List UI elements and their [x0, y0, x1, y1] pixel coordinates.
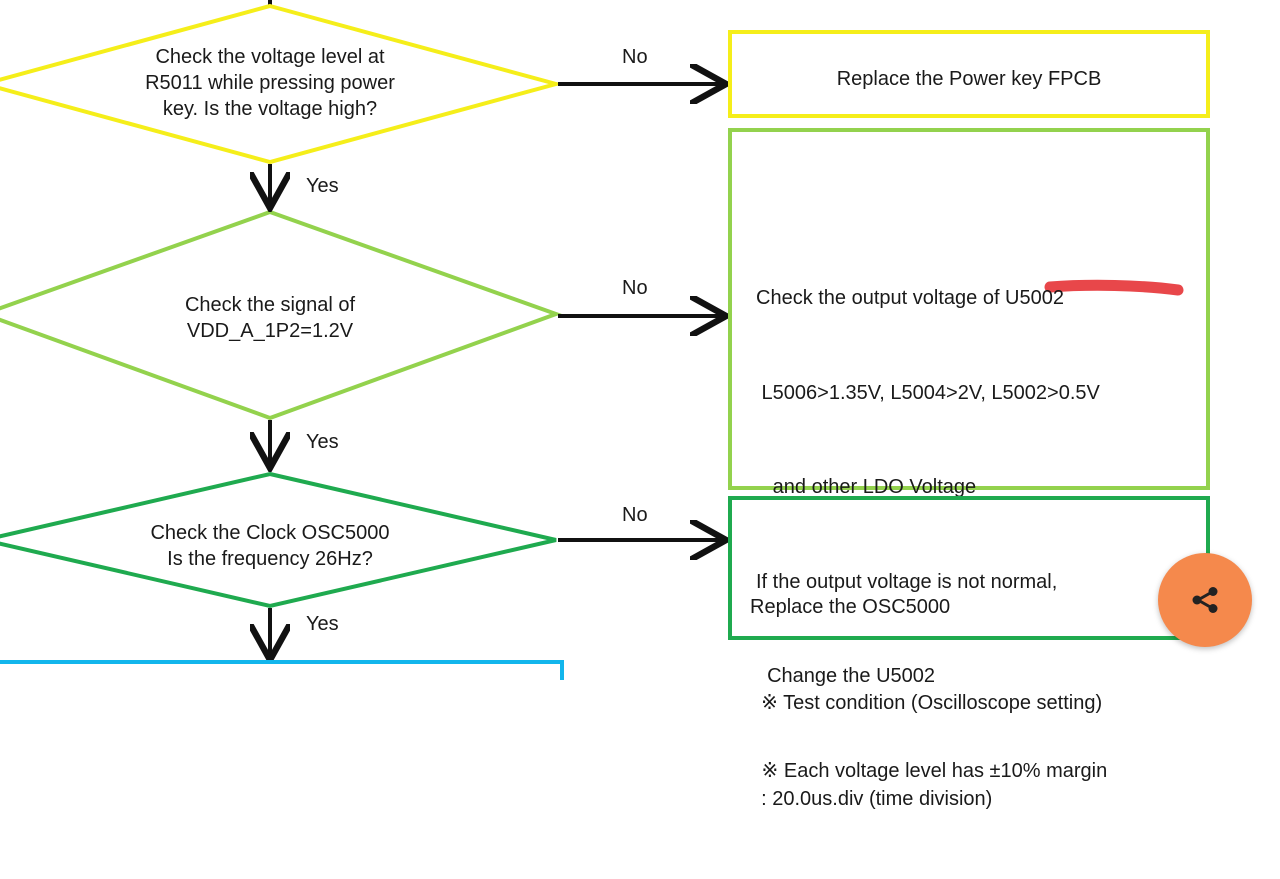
action-box-3: Replace the OSC5000 ※ Test condition (Os…: [728, 496, 1210, 810]
action-3-line-1: Replace the OSC5000: [750, 596, 951, 618]
yes-label-1: Yes: [306, 175, 339, 197]
decision-1-line-3: key. Is the voltage high?: [162, 98, 378, 120]
decision-3-line-2: Is the frequency 26Hz?: [167, 548, 373, 570]
no-label-2: No: [622, 277, 648, 299]
flowchart: [0, 0, 1184, 673]
action-2-line-4: If the output voltage is not normal,: [756, 570, 1058, 593]
decision-2-diamond: [0, 209, 562, 421]
action-box-2: Check the output voltage of U5002 L5006>…: [728, 128, 1210, 782]
decision-1-text: Check the voltage level at R5011 while p…: [90, 44, 450, 122]
action-3-line-3: : 20.0us.div (time division): [750, 788, 993, 810]
decision-1-line-2: R5011 while pressing power: [145, 72, 395, 94]
yes-label-2: Yes: [306, 431, 339, 453]
action-3-line-2: ※ Test condition (Oscilloscope setting): [750, 692, 1103, 714]
decision-2-line-1: Check the signal of: [184, 294, 356, 316]
action-2-line-3: and other LDO Voltage: [756, 476, 977, 498]
yes-label-3: Yes: [306, 613, 339, 635]
no-label-1: No: [622, 46, 648, 68]
share-button[interactable]: [1158, 553, 1252, 647]
decision-1-line-1: Check the voltage level at: [155, 46, 385, 68]
decision-3-text: Check the Clock OSC5000 Is the frequency…: [90, 520, 450, 572]
decision-3-diamond: [0, 471, 557, 609]
decision-3-line-1: Check the Clock OSC5000: [150, 522, 390, 544]
action-2-line-1: Check the output voltage of U5002: [756, 287, 1064, 309]
action-3-text: Replace the OSC5000 ※ Test condition (Os…: [750, 527, 1210, 879]
decision-2-text: Check the signal of VDD_A_1P2=1.2V: [90, 292, 450, 344]
decision-1-diamond: [0, 3, 564, 165]
no-label-3: No: [622, 504, 648, 526]
action-2-line-2: L5006>1.35V, L5004>2V, L5002>0.5V: [756, 381, 1100, 404]
red-underline-mark: [1044, 279, 1184, 296]
action-1-text: Replace the Power key FPCB: [836, 68, 1102, 90]
next-step-box: [0, 660, 564, 680]
share-icon: [1192, 587, 1218, 613]
action-box-1: Replace the Power key FPCB: [728, 30, 1210, 118]
decision-2-line-2: VDD_A_1P2=1.2V: [186, 320, 354, 342]
